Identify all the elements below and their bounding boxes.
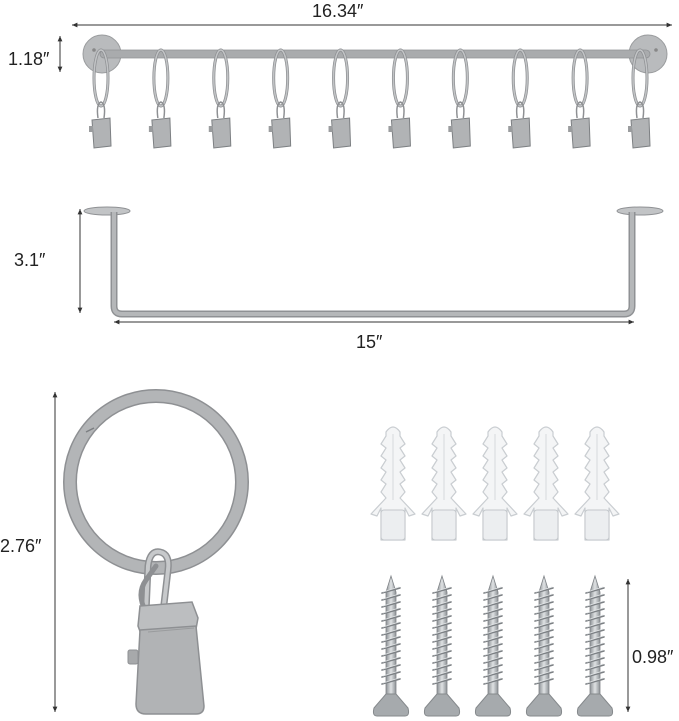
large-ring-clip <box>63 389 249 715</box>
ring-clip <box>628 48 651 149</box>
screw <box>423 574 461 717</box>
screw <box>576 574 614 717</box>
ring-clip <box>388 48 411 149</box>
ring-height-label: 2.76″ <box>0 536 42 556</box>
ring-clip <box>208 48 232 149</box>
bracket-bar <box>83 206 664 318</box>
ring-clip <box>328 48 352 149</box>
bar-length-label: 15″ <box>356 332 383 352</box>
hanging-rod <box>82 34 668 74</box>
ring-clip <box>448 48 471 149</box>
wall-anchor <box>472 426 518 541</box>
screw <box>474 574 512 717</box>
wall-anchor <box>421 426 467 541</box>
wall-anchor <box>370 426 416 541</box>
screw <box>525 574 563 717</box>
ring-clip <box>508 48 531 149</box>
bar-height-label: 3.1″ <box>14 250 46 270</box>
wall-anchor <box>574 426 620 541</box>
rod-height-label: 1.18″ <box>8 49 50 69</box>
ring-clip <box>568 48 591 149</box>
rod-length-label: 16.34″ <box>312 1 364 21</box>
screw-length-label: 0.98″ <box>632 647 674 667</box>
wall-anchors-row <box>370 426 620 541</box>
screw <box>372 574 410 717</box>
ring-clip <box>268 48 292 149</box>
screws-row <box>372 574 614 717</box>
wall-anchor <box>523 426 569 541</box>
ring-clip <box>148 48 172 149</box>
ring-clip <box>89 48 112 149</box>
ring-clips-row <box>89 48 651 149</box>
